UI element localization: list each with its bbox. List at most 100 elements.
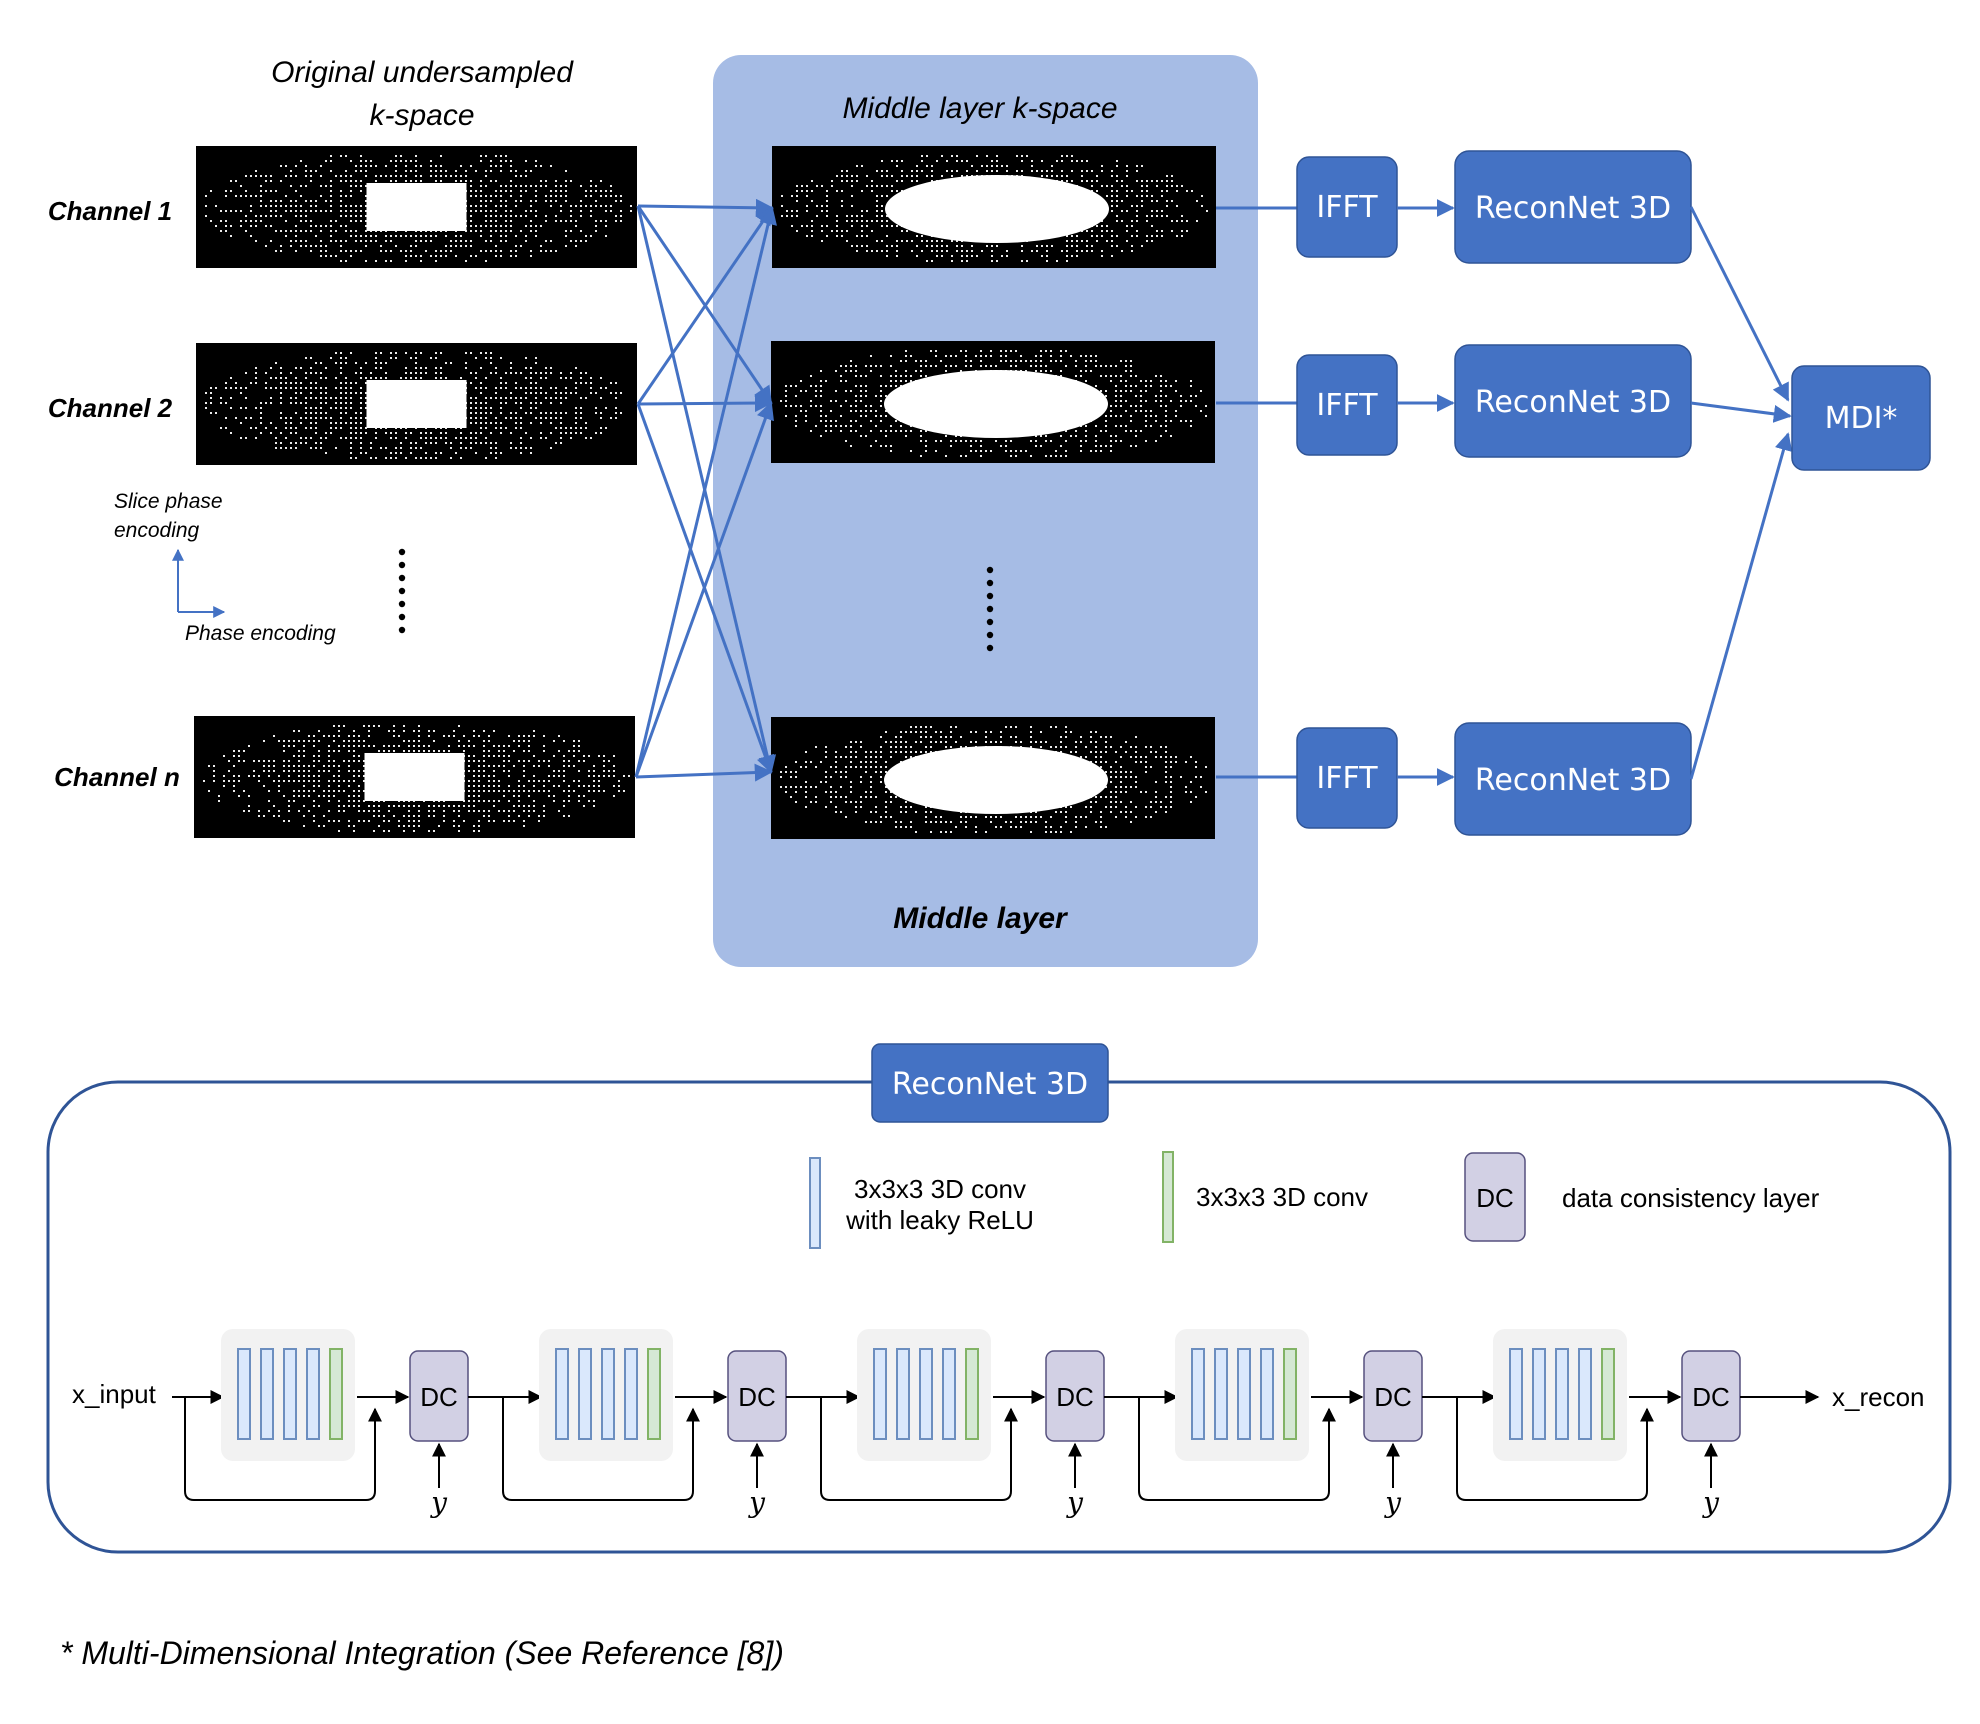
legend-conv-relu-line1: 3x3x3 3D conv [854,1174,1026,1204]
conv-relu-layer [1532,1348,1546,1440]
reconnet-box: ReconNet 3D [1454,344,1692,458]
connection-arrow [634,206,777,778]
conv-relu-layer [283,1348,297,1440]
conv-relu-layer [873,1348,887,1440]
ifft-box: IFFT [1296,156,1398,258]
conv-relu-layer [1191,1348,1205,1440]
legend-conv-relu-line2: with leaky ReLU [845,1205,1034,1235]
kspace-channel-1 [196,146,637,268]
kspace-middle-n [771,717,1215,839]
slice-phase-axis-label-line1: Slice phase [114,490,223,513]
reconnet-to-mdi-arrow [1689,206,1790,402]
ifft-box: IFFT [1296,354,1398,456]
encoding-axes [172,548,226,618]
skip-connection [820,1397,1018,1501]
channel-ellipsis [398,548,406,634]
channel-to-middle-connections [634,198,777,782]
y-label: y [1383,1486,1402,1519]
reconnet-label: ReconNet 3D [1475,385,1671,420]
conv-relu-layer [578,1348,592,1440]
cascade-block: DC y [1422,1329,1741,1519]
conv-relu-layer [1237,1348,1251,1440]
conv-relu-layer [1555,1348,1569,1440]
legend-conv-label: 3x3x3 3D conv [1196,1182,1368,1212]
skip-connection [1456,1397,1654,1501]
reconnet-detail-frame [46,1080,1952,1554]
ifft-label: IFFT [1316,388,1378,423]
skip-connection [502,1397,700,1501]
conv-relu-layer [1509,1348,1523,1440]
reconnet-box: ReconNet 3D [1454,722,1692,836]
channel-2-label: Channel 2 [48,393,173,423]
conv-relu-layer [306,1348,320,1440]
kspace-images [194,146,1216,839]
reconstruction-pipeline: IFFT ReconNet 3D IFFT ReconNet 3D IFFT ReconN… [1216,150,1793,836]
conv-relu-layer [1578,1348,1592,1440]
channel-n-label: Channel n [54,762,180,792]
conv-relu-layer [896,1348,910,1440]
ifft-label: IFFT [1316,190,1378,225]
legend-dc-box-label: DC [1476,1183,1514,1213]
ifft-box: IFFT [1296,727,1398,829]
y-label: y [1701,1486,1720,1519]
dc-label: DC [738,1382,776,1412]
dc-layer: DC [409,1350,469,1442]
legend: 3x3x3 3D conv with leaky ReLU 3x3x3 3D c… [809,1151,1820,1249]
reconnet-to-mdi-arrow [1690,401,1792,423]
mdi-box: MDI* [1791,365,1931,471]
conv-layer [647,1348,661,1440]
y-label: y [747,1486,766,1519]
skip-connection [1138,1397,1336,1501]
reconnet-detail-title-box: ReconNet 3D [871,1043,1109,1123]
conv-relu-layer [624,1348,638,1440]
cascade-block: DC y [1104,1329,1423,1519]
conv-relu-layer [555,1348,569,1440]
cascade-block: DC y [172,1329,469,1519]
legend-dc-desc: data consistency layer [1562,1183,1820,1213]
reconnet-label: ReconNet 3D [1475,763,1671,798]
phase-encoding-axis-label: Phase encoding [185,622,336,645]
conv-layer [329,1348,343,1440]
dc-layer: DC [727,1350,787,1442]
dc-label: DC [1056,1382,1094,1412]
skip-connection [184,1397,382,1501]
channel-1-label: Channel 1 [48,196,172,226]
dc-layer: DC [1681,1350,1741,1442]
reconnet-label: ReconNet 3D [1475,191,1671,226]
legend-conv-swatch [1162,1151,1174,1243]
conv-relu-layer [1260,1348,1274,1440]
x-recon-label: x_recon [1832,1382,1925,1412]
conv-relu-layer [237,1348,251,1440]
reconnet-cascade: DC y DC y DC y DC y DC y [172,1329,1820,1519]
kspace-channel-2 [196,343,637,465]
original-kspace-title-line1: Original undersampled [271,56,574,89]
kspace-middle-2 [771,341,1215,463]
middle-kspace-title: Middle layer k-space [842,92,1117,125]
kspace-channel-n [194,716,635,838]
connection-arrow [635,763,773,782]
dc-label: DC [420,1382,458,1412]
conv-layer [1601,1348,1615,1440]
dc-label: DC [1374,1382,1412,1412]
ifft-label: IFFT [1316,761,1378,796]
conv-layer [965,1348,979,1440]
conv-relu-layer [919,1348,933,1440]
connection-arrow [636,206,774,405]
slice-phase-axis-label-line2: encoding [114,519,200,542]
y-label: y [1065,1486,1084,1519]
legend-dc-swatch [1464,1152,1526,1242]
conv-relu-layer [942,1348,956,1440]
reconnet-detail-title: ReconNet 3D [892,1067,1088,1102]
conv-relu-layer [1214,1348,1228,1440]
kspace-middle-1 [772,146,1216,268]
reconnet-box: ReconNet 3D [1454,150,1692,264]
dc-layer: DC [1045,1350,1105,1442]
legend-conv-relu-swatch [809,1157,821,1249]
y-label: y [429,1486,448,1519]
conv-layer [1283,1348,1297,1440]
connection-arrow [637,198,774,217]
reconnet-to-mdi-arrow [1689,432,1793,780]
original-kspace-title-line2: k-space [369,99,474,132]
cascade-block: DC y [786,1329,1105,1519]
